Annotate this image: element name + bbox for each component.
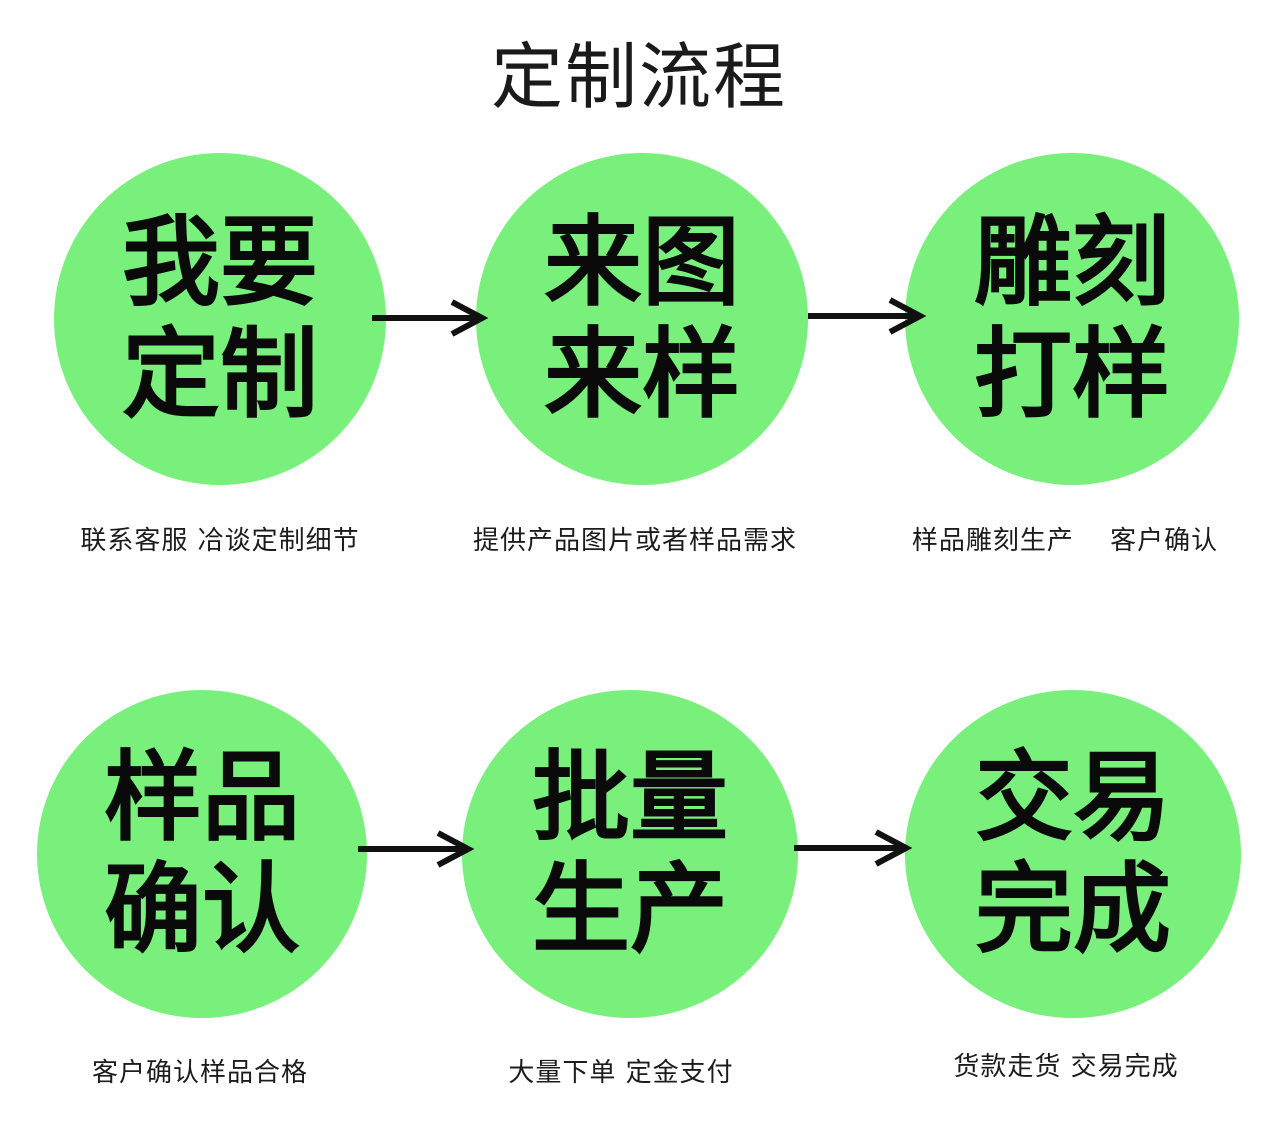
step-circle-1: 我要定制 [54, 153, 386, 485]
page-title: 定制流程 [490, 35, 787, 119]
step-label-2: 来图来样 [543, 205, 740, 432]
step-caption-1: 联系客服 冾谈定制细节 [80, 526, 360, 556]
step-label-3: 雕刻打样 [973, 205, 1170, 432]
step-circle-3: 雕刻打样 [905, 153, 1239, 485]
arrow-right-icon [794, 829, 912, 867]
step-circle-5: 批量生产 [462, 690, 798, 1018]
step-circle-6: 交易完成 [905, 690, 1241, 1018]
arrow-right-icon [808, 297, 926, 335]
step-caption-4: 客户确认样品合格 [91, 1058, 308, 1088]
step-label-1: 我要定制 [121, 205, 318, 432]
arrow-right-icon [372, 299, 488, 337]
step-label-4: 样品确认 [103, 740, 300, 967]
step-circle-2: 来图来样 [476, 153, 808, 485]
step-caption-6: 货款走货 交易完成 [953, 1052, 1179, 1082]
step-caption-3: 样品雕刻生产 客户确认 [911, 526, 1219, 556]
step-caption-5: 大量下单 定金支付 [508, 1058, 734, 1088]
step-circle-4: 样品确认 [37, 690, 367, 1018]
step-label-6: 交易完成 [974, 740, 1171, 967]
step-caption-2: 提供产品图片或者样品需求 [472, 526, 797, 556]
step-label-5: 批量生产 [531, 740, 728, 967]
arrow-right-icon [358, 830, 474, 868]
